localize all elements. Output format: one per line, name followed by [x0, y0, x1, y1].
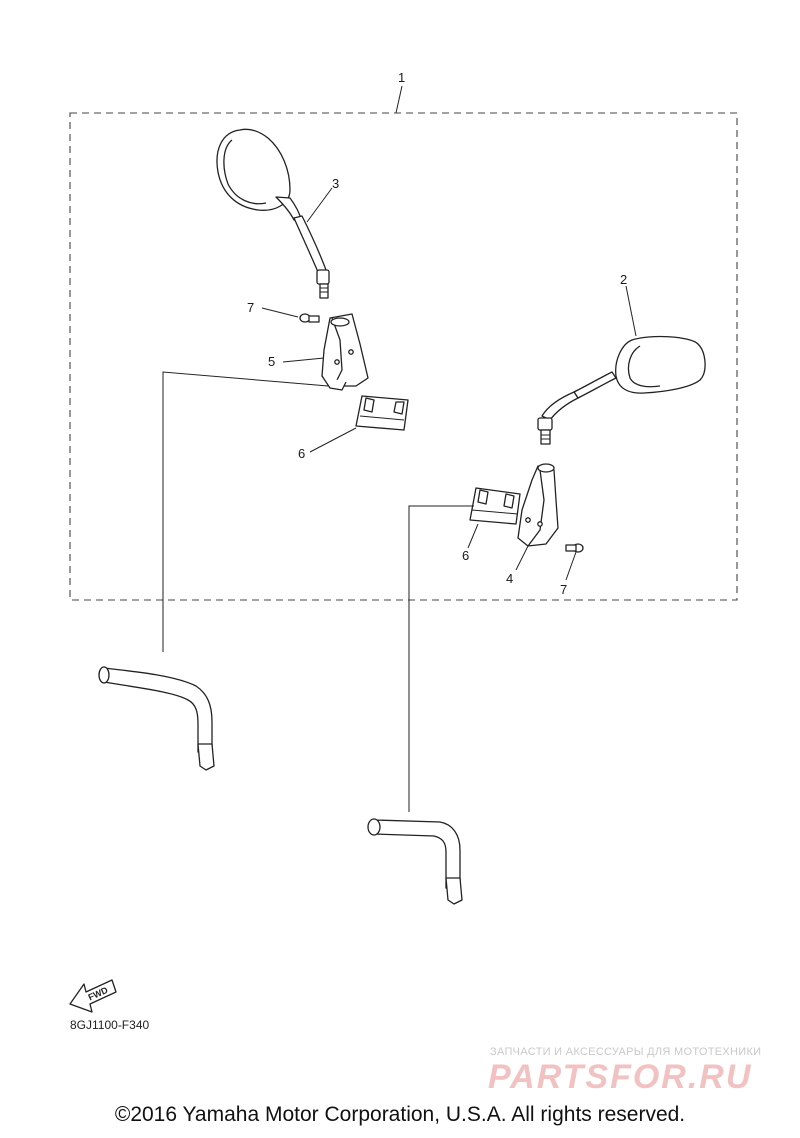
bracket-left-part-5: [321, 313, 369, 391]
kit-boundary-box: [69, 112, 738, 601]
diagram-code: 8GJ1100-F340: [70, 1018, 150, 1032]
mirror-left-part-3: [216, 128, 330, 299]
watermark-logo: PARTSFOR.RU: [488, 1058, 753, 1096]
bolt-left-part-7: [299, 313, 320, 323]
leader-line-1: [395, 85, 403, 114]
callout-6-right: 6: [462, 548, 469, 563]
callout-3: 3: [332, 176, 339, 191]
clamp-left-part-6: [355, 395, 409, 431]
callout-7-left: 7: [247, 300, 254, 315]
leader-line-2: [625, 285, 637, 337]
copyright-notice: ©2016 Yamaha Motor Corporation, U.S.A. A…: [114, 1103, 686, 1126]
reference-line-right: [408, 505, 474, 812]
mirror-right-part-2: [537, 335, 706, 445]
bracket-right-part-4: [517, 463, 559, 547]
bolt-right-part-7: [565, 543, 584, 553]
reference-line-left: [162, 371, 329, 652]
leader-line-4: [515, 545, 529, 571]
handlebar-right: [367, 818, 463, 905]
callout-7-right: 7: [560, 582, 567, 597]
leader-line-7b: [565, 551, 577, 581]
fwd-arrow-icon: FWD: [69, 979, 117, 1013]
watermark-tagline: ЗАПЧАСТИ И АКСЕССУАРЫ ДЛЯ МОТОТЕХНИКИ: [490, 1046, 762, 1058]
callout-6-left: 6: [298, 446, 305, 461]
callout-4: 4: [506, 571, 513, 586]
handlebar-left: [98, 666, 215, 771]
leader-line-7a: [261, 307, 299, 318]
leader-line-5: [282, 357, 325, 363]
leader-line-6a: [309, 427, 357, 453]
callout-2: 2: [620, 272, 627, 287]
callout-5: 5: [268, 354, 275, 369]
leader-line-3: [306, 187, 333, 223]
leader-line-6b: [467, 523, 479, 549]
clamp-right-part-6: [469, 487, 521, 525]
callout-1: 1: [398, 70, 405, 85]
